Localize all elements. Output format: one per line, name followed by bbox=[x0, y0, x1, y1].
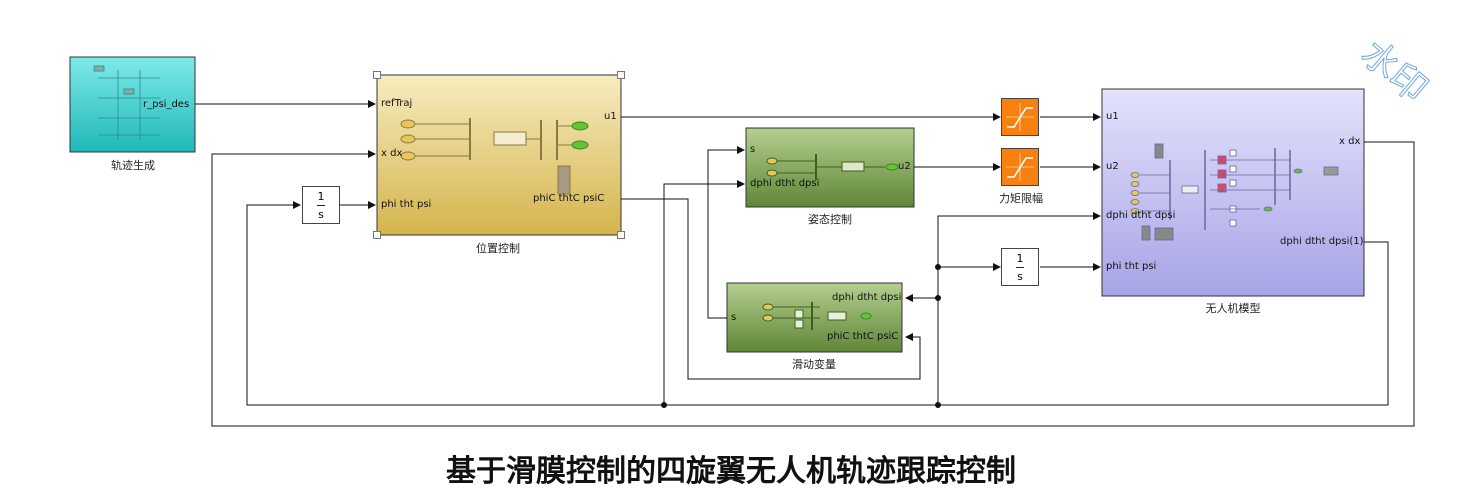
wire-s-att bbox=[707, 146, 745, 319]
integrator-num: 1 bbox=[317, 190, 325, 203]
diagram-title: 基于滑膜控制的四旋翼无人机轨迹跟踪控制 bbox=[446, 454, 1016, 489]
junction-dots bbox=[661, 264, 941, 408]
position-control-block[interactable] bbox=[376, 74, 622, 236]
traj-caption: 轨迹生成 bbox=[111, 159, 155, 172]
wire-phic-att bbox=[621, 198, 921, 380]
wire-dphi-uav bbox=[937, 212, 1101, 405]
uav-out-dphi: dphi dtht dpsi(1) bbox=[1280, 236, 1364, 247]
saturation-block-1[interactable] bbox=[1001, 98, 1039, 136]
slide-phic: phiC thtC psiC bbox=[827, 331, 899, 342]
integrator-den: s bbox=[1017, 270, 1023, 283]
sliding-variable-thumbnail bbox=[762, 302, 872, 330]
uav-in-dphi: dphi dtht dpsi bbox=[1106, 210, 1176, 221]
wire-xdx-feedback bbox=[211, 141, 1415, 427]
slide-caption: 滑动变量 bbox=[792, 358, 836, 371]
attitude-control-thumbnail bbox=[766, 154, 899, 180]
uav-in-u2: u2 bbox=[1106, 161, 1119, 172]
selection-handle-br[interactable] bbox=[617, 231, 625, 239]
selection-handle-tl[interactable] bbox=[373, 71, 381, 79]
uav-out-xdx: x dx bbox=[1339, 136, 1361, 147]
selection-handle-tr[interactable] bbox=[617, 71, 625, 79]
saturation-icon bbox=[1006, 153, 1034, 181]
att-caption: 姿态控制 bbox=[808, 213, 852, 226]
wire-dphi-att bbox=[663, 180, 745, 405]
uav-in-u1: u1 bbox=[1106, 111, 1119, 122]
integrator-num: 1 bbox=[1016, 252, 1024, 265]
selection-handle-bl[interactable] bbox=[373, 231, 381, 239]
saturation-block-2[interactable] bbox=[1001, 148, 1039, 186]
wire-dphi-feedback bbox=[246, 201, 1389, 406]
slide-s: s bbox=[731, 312, 737, 323]
watermark: 水印 bbox=[1353, 32, 1436, 111]
integrator-block-2[interactable]: 1 s bbox=[1001, 248, 1039, 286]
att-out-u2: u2 bbox=[898, 161, 911, 172]
pos-caption: 位置控制 bbox=[476, 242, 520, 255]
uav-caption: 无人机模型 bbox=[1205, 302, 1261, 315]
uav-model-thumbnail bbox=[1130, 143, 1339, 241]
pos-in-xdx: x dx bbox=[381, 148, 403, 159]
att-in-s: s bbox=[750, 144, 756, 155]
integrator-bar bbox=[317, 205, 325, 206]
pos-in-reftraj: refTraj bbox=[381, 98, 413, 109]
sat-caption: 力矩限幅 bbox=[999, 192, 1043, 205]
position-control-thumbnail bbox=[400, 118, 589, 195]
integrator-den: s bbox=[318, 208, 324, 221]
trajectory-thumbnail bbox=[93, 65, 160, 140]
uav-model-block[interactable] bbox=[1101, 88, 1365, 297]
saturation-icon bbox=[1006, 103, 1034, 131]
slide-dphi: dphi dtht dpsi bbox=[832, 292, 902, 303]
trajectory-block[interactable] bbox=[69, 56, 196, 153]
watermark-text: 水印 bbox=[1353, 33, 1435, 111]
traj-out-label: r_psi_des bbox=[143, 99, 190, 110]
uav-in-phi: phi tht psi bbox=[1106, 261, 1157, 272]
integrator-block-1[interactable]: 1 s bbox=[302, 186, 340, 224]
pos-in-phi: phi tht psi bbox=[381, 199, 432, 210]
att-in-dphi: dphi dtht dpsi bbox=[750, 178, 820, 189]
integrator-bar bbox=[1016, 267, 1024, 268]
pos-out-u1: u1 bbox=[604, 111, 617, 122]
pos-out-phic: phiC thtC psiC bbox=[533, 193, 605, 204]
